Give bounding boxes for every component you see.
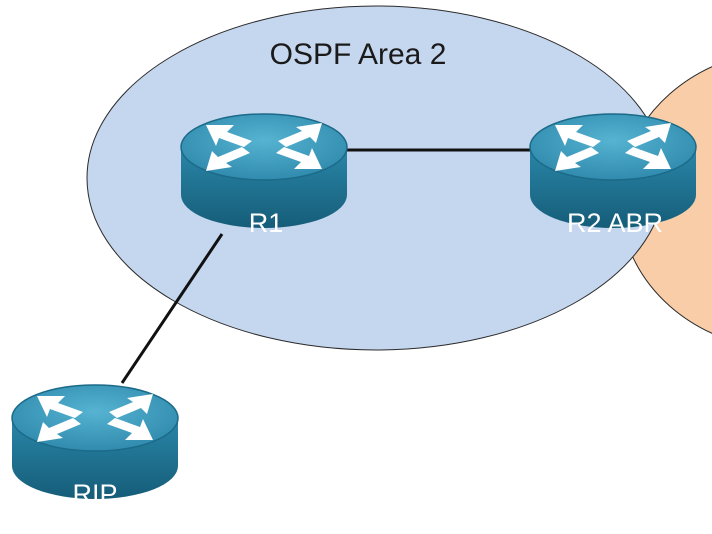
router-r2-label: R2 ABR <box>567 208 663 238</box>
router-r1[interactable]: R1 <box>180 113 348 238</box>
link-r1-rip <box>120 233 224 384</box>
router-rip[interactable]: RIP <box>11 384 179 509</box>
router-r2-abr[interactable]: R2 ABR <box>529 113 697 238</box>
router-r1-label: R1 <box>249 208 284 238</box>
router-rip-label: RIP <box>72 479 117 509</box>
ospf-area-2-label: OSPF Area 2 <box>270 38 447 71</box>
